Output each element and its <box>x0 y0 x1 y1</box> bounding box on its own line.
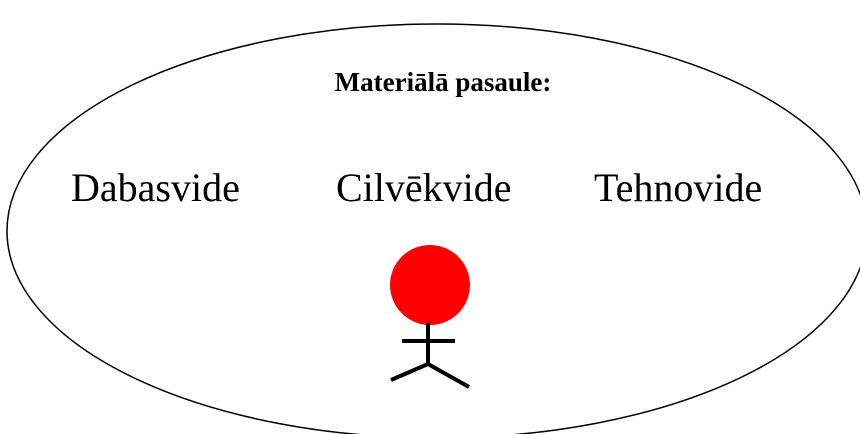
person-left-leg <box>390 362 429 382</box>
person-head <box>390 245 470 325</box>
world-ellipse <box>6 23 860 434</box>
diagram-title: Materiālā pasaule: <box>335 67 552 97</box>
env-label-dabasvide: Dabasvide <box>71 165 240 210</box>
person-right-leg <box>427 362 470 389</box>
person-figure <box>390 245 470 389</box>
env-label-tehnovide: Tehnovide <box>594 165 762 210</box>
env-label-cilvekvide: Cilvēkvide <box>336 165 512 210</box>
